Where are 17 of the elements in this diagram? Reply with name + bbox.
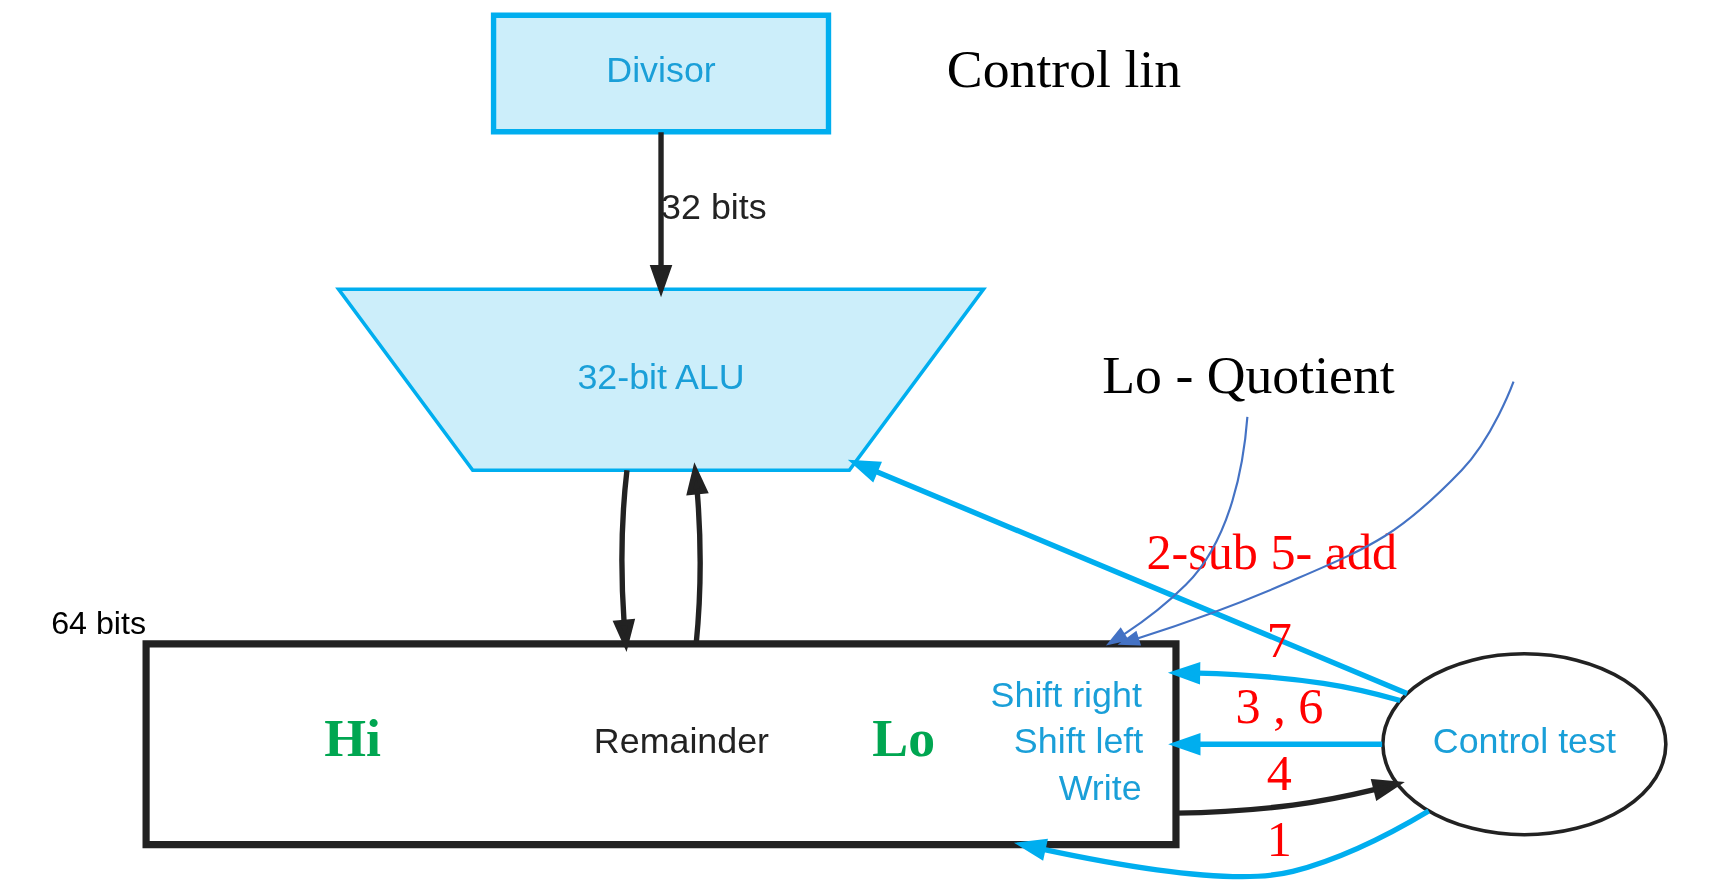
arrow	[1167, 732, 1382, 756]
node-label: 64 bits	[50, 604, 146, 641]
node-text: Lo - Quotient	[1101, 345, 1395, 406]
edge-label: 1	[1266, 811, 1292, 868]
arrow	[1013, 808, 1430, 880]
edge-label: 3 , 6	[1235, 678, 1323, 735]
arrow	[1105, 416, 1248, 646]
arrow	[1117, 381, 1515, 646]
node-box: Hi Remainder Lo Shift right Shift left Write	[142, 640, 1180, 849]
arrow	[847, 459, 1408, 696]
arrow	[649, 132, 672, 298]
arrow	[612, 470, 635, 652]
arrow	[1167, 661, 1401, 704]
edge-label: 4	[1266, 744, 1292, 801]
node-box: Divisor	[490, 12, 831, 135]
label: Control lin	[946, 38, 1181, 99]
node-ellipse: Control test	[1380, 652, 1668, 837]
